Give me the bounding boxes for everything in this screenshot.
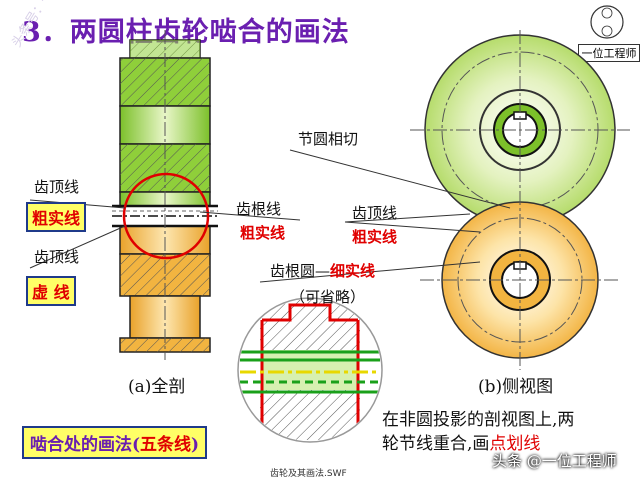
label-thin-solid: 细实线	[330, 262, 376, 280]
caption-full-section: (a)全剖	[128, 377, 186, 397]
note-line-2-b: 点划线	[489, 434, 541, 454]
label-pitch-tangent: 节圆相切	[298, 130, 359, 148]
highlight-circle	[122, 172, 210, 260]
watermark-bottom-right: 头条 @一位工程师	[492, 452, 617, 470]
logo-icon	[590, 5, 624, 39]
meshing-highlight: 五条线	[140, 435, 192, 455]
label-root-circle-text: 齿根圆—	[270, 262, 331, 280]
logo-text: 一位工程师	[578, 44, 640, 62]
note-line-2-a: 轮节线重合,画	[382, 434, 490, 454]
meshing-suffix: )	[191, 435, 200, 455]
label-tip-line-right: 齿顶线	[352, 204, 398, 222]
label-thick-solid-left: 粗实线	[26, 202, 87, 232]
label-dashed-left: 虚 线	[26, 276, 76, 306]
label-tip-line-top: 齿顶线	[34, 178, 80, 196]
detail-circle	[237, 297, 383, 443]
meshing-prefix: 啮合处的画法(	[30, 435, 141, 455]
label-tip-line-bottom: 齿顶线	[34, 248, 80, 266]
label-omit: （可省略）	[290, 288, 366, 306]
label-root-line: 齿根线	[236, 200, 282, 218]
label-root-thick: 粗实线	[240, 224, 286, 242]
note-text: 在非圆投影的剖视图上,两 轮节线重合,画点划线	[382, 408, 574, 456]
file-caption: 齿轮及其画法.SWF	[270, 469, 347, 479]
meshing-method-box: 啮合处的画法(五条线)	[22, 426, 208, 459]
label-tip-thick-right: 粗实线	[352, 228, 398, 246]
note-line-2: 轮节线重合,画点划线	[382, 432, 574, 456]
label-root-circle: 齿根圆—细实线	[270, 260, 375, 281]
note-line-1: 在非圆投影的剖视图上,两	[382, 410, 575, 430]
caption-side-view: (b)侧视图	[478, 377, 554, 397]
